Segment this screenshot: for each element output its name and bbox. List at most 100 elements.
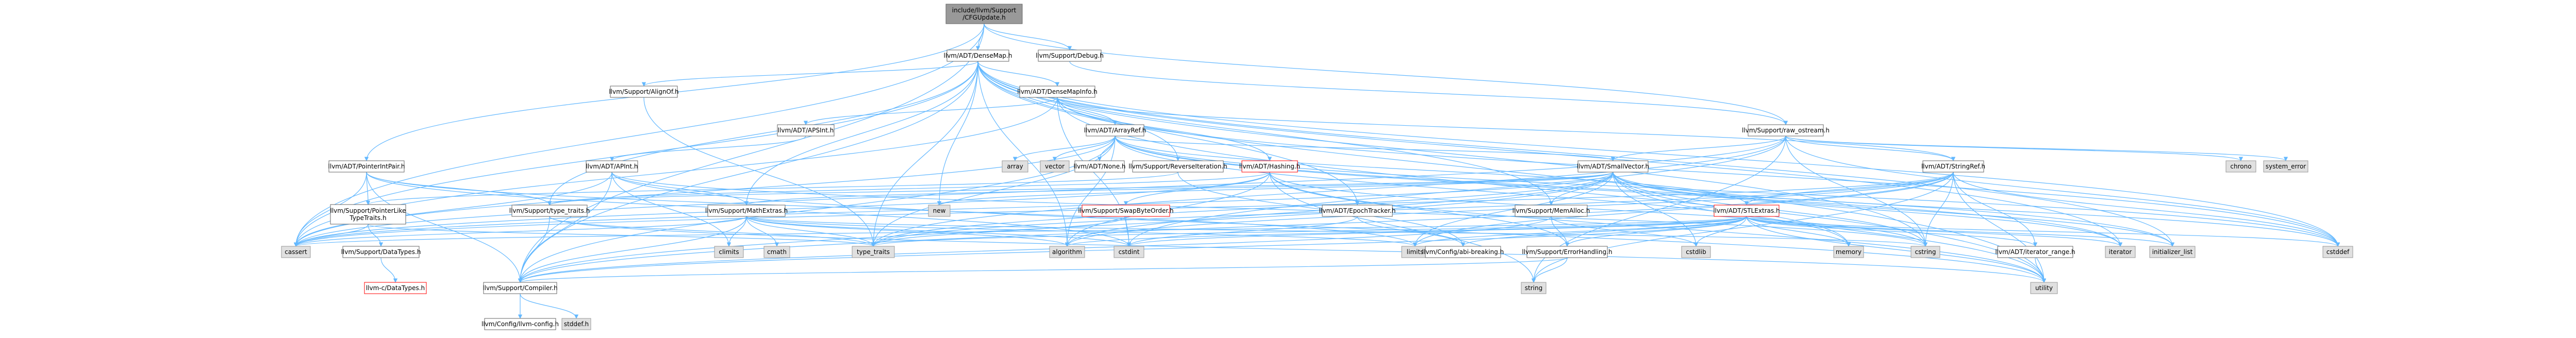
node-systemerror[interactable]: system_error [2263, 160, 2308, 173]
node-iteratorrange[interactable]: llvm/ADT/iterator_range.h [1995, 246, 2075, 258]
edge-densemap-to-utility [977, 61, 2047, 283]
node-arrayref[interactable]: llvm/ADT/ArrayRef.h [1084, 124, 1146, 137]
node-string[interactable]: string [1521, 282, 1547, 294]
node-vector[interactable]: vector [1040, 160, 1070, 173]
edge-stringref-to-cstring [1923, 172, 1954, 247]
edge-densemap-to-densemapinfo [977, 61, 1060, 87]
edge-stlextras-to-iterator [1746, 216, 2123, 247]
edge-stlextras-to-limits [1412, 216, 1747, 247]
node-rawostream[interactable]: llvm/Support/raw_ostream.h [1742, 124, 1830, 137]
node-new[interactable]: new [928, 205, 951, 217]
node-memory[interactable]: memory [1833, 246, 1864, 258]
node-label: llvm/Support/raw_ostream.h [1742, 127, 1830, 134]
node-root[interactable]: include/llvm/Support/CFGUpdate.h [945, 4, 1023, 24]
edge-stringref-to-compiler [518, 172, 1954, 283]
node-llvmconfig[interactable]: llvm/Config/llvm-config.h [481, 318, 559, 330]
node-box [714, 246, 744, 258]
edge-smallvector-to-typetraits_llvm [547, 172, 1614, 206]
node-densemapinfo[interactable]: llvm/ADT/DenseMapInfo.h [1017, 86, 1098, 98]
node-box [1997, 246, 2073, 258]
edge-datatypes-to-cdatatypes [380, 257, 398, 283]
node-algorithm[interactable]: algorithm [1049, 246, 1085, 258]
node-stlextras[interactable]: llvm/ADT/STLExtras.h [1713, 205, 1780, 217]
node-hashing[interactable]: llvm/ADT/Hashing.h [1239, 160, 1301, 173]
edge-mathextras-to-algorithm [746, 216, 1070, 247]
node-box [1521, 282, 1547, 294]
node-cstdint[interactable]: cstdint [1114, 246, 1144, 258]
node-box [2105, 246, 2136, 258]
node-limits[interactable]: limits [1401, 246, 1429, 258]
node-label: llvm/ADT/StringRef.h [1921, 163, 1985, 170]
node-box [1922, 160, 1984, 173]
node-array[interactable]: array [1002, 160, 1028, 173]
node-box [2149, 246, 2196, 258]
node-box [1132, 160, 1224, 173]
node-smallvector[interactable]: llvm/ADT/SmallVector.h [1577, 160, 1649, 173]
node-stddef[interactable]: stddef.h [561, 318, 591, 330]
node-cstdlib[interactable]: cstdlib [1681, 246, 1711, 258]
node-box [328, 160, 405, 173]
edge-densemapinfo-to-apsint [803, 97, 1058, 125]
node-apsint[interactable]: llvm/ADT/APSInt.h [777, 124, 835, 137]
node-compiler[interactable]: llvm/Support/Compiler.h [483, 282, 558, 294]
node-label: llvm/ADT/iterator_range.h [1995, 248, 2075, 256]
node-initializerlist[interactable]: initializer_list [2149, 246, 2196, 258]
node-memalloc[interactable]: llvm/Support/MemAlloc.h [1513, 205, 1590, 217]
edge-stlextras-to-cstdlib [1693, 216, 1747, 247]
node-box [763, 246, 790, 258]
node-mathextras[interactable]: llvm/Support/MathExtras.h [705, 205, 788, 217]
edge-pointerliketypetraits-to-cassert [293, 224, 369, 247]
edge-stlextras-to-memory [1746, 216, 1851, 247]
node-errorhandling[interactable]: llvm/Support/ErrorHandling.h [1522, 246, 1613, 258]
node-cdatatypes[interactable]: llvm-c/DataTypes.h [364, 282, 427, 294]
node-cmath[interactable]: cmath [763, 246, 790, 258]
edge-mathextras-to-compiler [518, 216, 747, 283]
node-label: llvm/ADT/DenseMapInfo.h [1017, 88, 1097, 95]
edge-rawostream-to-smallvector [1610, 136, 1786, 161]
node-cstddef[interactable]: cstddef [2322, 246, 2353, 258]
node-alignof[interactable]: llvm/Support/AlignOf.h [609, 86, 679, 98]
node-label: llvm/ADT/PointerIntPair.h [328, 163, 405, 170]
edge-alignof-to-type_traits [643, 97, 876, 247]
node-swapbyteorder[interactable]: llvm/Support/SwapByteOrder.h [1078, 205, 1174, 217]
node-abibreaking[interactable]: llvm/Config/abi-breaking.h [1422, 246, 1504, 258]
node-box [1082, 205, 1170, 217]
edge-iteratorrange-to-utility [2035, 257, 2047, 283]
node-box [1526, 246, 1608, 258]
node-reverseiter[interactable]: llvm/Support/ReverseIteration.h [1128, 160, 1227, 173]
edge-densemap-to-alignof [642, 61, 978, 87]
edge-rawostream-to-stringref [1785, 136, 1956, 161]
node-none[interactable]: llvm/ADT/None.h [1073, 160, 1126, 173]
node-stringref[interactable]: llvm/ADT/StringRef.h [1921, 160, 1985, 173]
node-label: llvm/ADT/SmallVector.h [1577, 163, 1649, 170]
node-cstring[interactable]: cstring [1910, 246, 1940, 258]
edge-stringref-to-algorithm [1065, 172, 1954, 247]
edge-stringref-to-iteratorrange [1953, 172, 2038, 247]
node-chrono[interactable]: chrono [2225, 160, 2256, 173]
node-iterator[interactable]: iterator [2105, 246, 2136, 258]
node-debug[interactable]: llvm/Support/Debug.h [1036, 49, 1104, 62]
edge-mathextras-to-cassert [294, 216, 747, 247]
node-box [1049, 246, 1085, 258]
node-box [561, 318, 591, 330]
node-densemap[interactable]: llvm/ADT/DenseMap.h [944, 49, 1012, 62]
node-climits[interactable]: climits [714, 246, 744, 258]
edge-mathextras-to-climits [726, 216, 747, 247]
node-label: llvm/Support/Compiler.h [483, 284, 557, 292]
node-epochtracker[interactable]: llvm/ADT/EpochTracker.h [1319, 205, 1396, 217]
node-pointerintpair[interactable]: llvm/ADT/PointerIntPair.h [328, 160, 405, 173]
edge-densemap-to-typetraits_llvm [547, 61, 978, 206]
node-box [1714, 205, 1780, 217]
edge-rawostream-to-systemerror [1785, 136, 2288, 161]
edge-arrayref-to-cstddef [1115, 136, 2340, 247]
node-label: iterator [2109, 248, 2132, 256]
node-cassert[interactable]: cassert [281, 246, 311, 258]
node-type_traits[interactable]: type_traits [852, 246, 895, 258]
node-utility[interactable]: utility [2030, 282, 2058, 294]
node-typetraits_llvm[interactable]: llvm/Support/type_traits.h [509, 205, 590, 217]
edge-smallvector-to-cstddef [1613, 172, 2340, 247]
node-apint[interactable]: llvm/ADT/APInt.h [586, 160, 638, 173]
node-datatypes[interactable]: llvm/Support/DataTypes.h [341, 246, 421, 258]
